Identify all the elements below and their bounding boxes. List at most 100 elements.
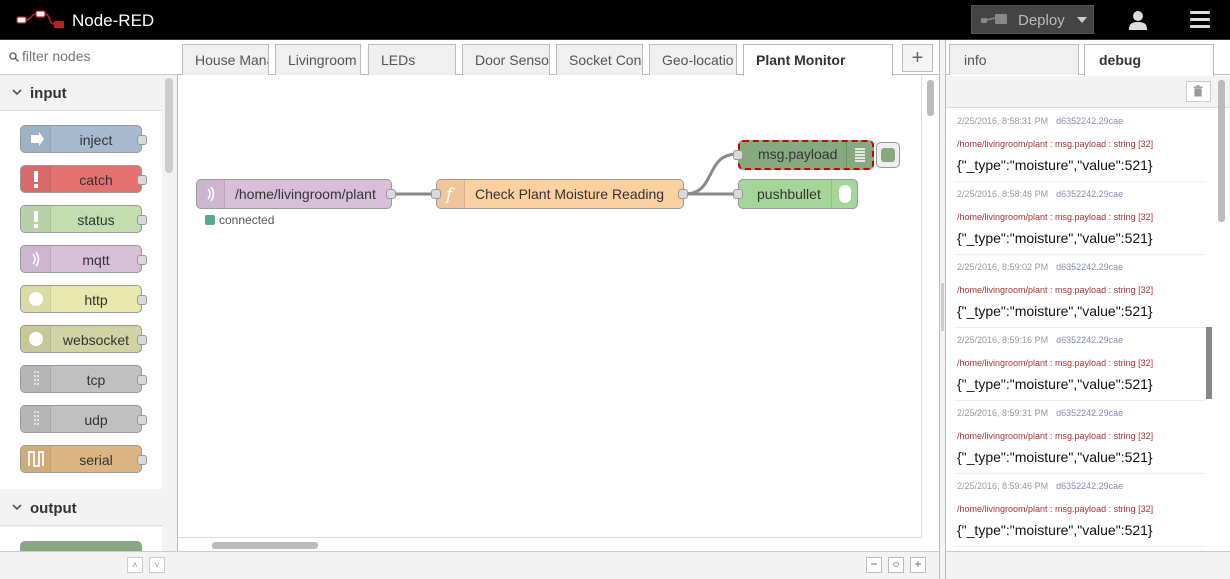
palette-node-http[interactable]: http [20,285,147,313]
sidebar-tabs: info debug [946,40,1230,76]
user-icon[interactable] [1127,9,1149,31]
tab-geo-location[interactable]: Geo-locatio [649,44,737,75]
input-port[interactable] [733,150,743,160]
palette-node-serial[interactable]: serial [20,445,147,473]
debug-message[interactable]: 2/25/2016, 8:58:46 PM d6352242.29cae /hom… [954,182,1206,255]
category-output[interactable]: output [0,491,162,526]
tab-info[interactable]: info [949,44,1079,75]
caret-down-icon[interactable] [1077,17,1087,23]
palette-scrollbar[interactable] [165,78,173,173]
message-meta: 2/25/2016, 8:59:46 PM d6352242.29cae [957,481,1123,491]
clear-debug-button[interactable] [1186,81,1211,102]
message-node-id[interactable]: d6352242.29cae [1056,335,1124,345]
output-port[interactable] [137,255,147,265]
message-time: 2/25/2016, 8:58:46 PM [957,189,1049,199]
palette-filter [0,40,178,75]
palette-node-inject[interactable]: inject [20,125,147,153]
input-port[interactable] [733,189,743,199]
output-port[interactable] [678,189,688,199]
tab-debug[interactable]: debug [1084,44,1214,76]
expand-all-icon[interactable]: ˅ [149,557,165,573]
output-port[interactable] [137,415,147,425]
tab-livingroom[interactable]: Livingroom [275,44,361,75]
filter-nodes-input[interactable] [22,48,172,64]
message-payload: {"_type":"moisture","value":521} [957,303,1153,319]
tab-house-management[interactable]: House Mana [182,44,269,75]
palette-node-label: websocket [62,332,130,348]
message-node-id[interactable]: d6352242.29cae [1056,262,1124,272]
zoom-in-button[interactable]: + [910,557,926,573]
zoom-reset-button[interactable]: ○ [888,557,904,573]
splitter-grip[interactable] [941,283,944,331]
palette-node-debug[interactable] [20,541,142,551]
message-node-id[interactable]: d6352242.29cae [1056,408,1124,418]
add-flow-tab-button[interactable]: + [902,44,933,72]
tab-socket-control[interactable]: Socket Con [556,44,643,75]
message-meta: 2/25/2016, 8:58:46 PM d6352242.29cae [957,189,1123,199]
message-topic: /home/livingroom/plant : msg.payload : s… [957,358,1154,368]
node-palette: input inject catch status [0,40,178,579]
tab-plant-monitor[interactable]: Plant Monitor [743,44,893,76]
message-topic: /home/livingroom/plant : msg.payload : s… [957,212,1154,222]
search-icon [9,52,19,62]
debug-message[interactable]: 2/25/2016, 8:59:16 PM d6352242.29cae /hom… [954,328,1206,401]
flow-node-pushbullet[interactable]: pushbullet [738,179,858,209]
message-node-id[interactable]: d6352242.29cae [1056,116,1124,126]
canvas-vertical-scrollbar[interactable] [927,80,934,116]
flow-node-mqtt-in[interactable]: /home/livingroom/plant [196,179,392,209]
tab-door-sensor[interactable]: Door Senso [462,44,550,75]
palette-node-tcp[interactable]: tcp [20,365,147,393]
output-port[interactable] [137,295,147,305]
debug-toggle-button[interactable] [876,142,900,168]
message-node-id[interactable]: d6352242.29cae [1056,481,1124,491]
chevron-down-icon [12,89,22,96]
svg-text:f: f [444,185,455,205]
output-port[interactable] [137,135,147,145]
palette-node-catch[interactable]: catch [20,165,147,193]
output-port[interactable] [137,335,147,345]
hamburger-menu-icon[interactable] [1190,11,1210,29]
collapse-all-icon[interactable]: ˄ [127,557,143,573]
deploy-button[interactable]: Deploy [971,5,1094,34]
palette-node-status[interactable]: status [20,205,147,233]
message-payload: {"_type":"moisture","value":521} [957,376,1153,392]
palette-node-label: tcp [86,372,106,388]
category-input[interactable]: input [0,76,162,111]
flow-node-function[interactable]: f Check Plant Moisture Reading [436,179,684,209]
message-time: 2/25/2016, 8:59:16 PM [957,335,1049,345]
selected-message-marker [1206,327,1212,399]
flow-canvas[interactable]: /home/livingroom/plant connected f Check… [178,76,939,551]
output-port[interactable] [386,189,396,199]
sidebar-splitter[interactable] [939,40,946,579]
node-status: connected [205,213,274,227]
message-node-id[interactable]: d6352242.29cae [1056,189,1124,199]
tab-leds[interactable]: LEDs [368,44,456,75]
output-port[interactable] [137,175,147,185]
message-time: 2/25/2016, 8:59:46 PM [957,481,1049,491]
status-text: connected [219,213,275,227]
chevron-down-icon [12,504,22,511]
zoom-out-button[interactable]: − [866,557,882,573]
flow-node-debug[interactable]: msg.payload [738,140,874,170]
palette-node-label: mqtt [82,252,110,268]
debug-scrollbar[interactable] [1218,80,1225,222]
canvas-horizontal-scrollbar[interactable] [212,542,318,549]
message-topic: /home/livingroom/plant : msg.payload : s… [957,139,1154,149]
palette-node-websocket[interactable]: websocket [20,325,147,353]
palette-node-label: serial [79,452,113,468]
signal-waves-icon [21,246,51,272]
input-port[interactable] [431,189,441,199]
output-port[interactable] [137,455,147,465]
output-port[interactable] [137,215,147,225]
palette-node-mqtt[interactable]: mqtt [20,245,147,273]
output-port[interactable] [137,375,147,385]
header-bar: Node-RED Deploy [0,0,1230,40]
deploy-icon [981,14,1007,24]
palette-node-udp[interactable]: udp [20,405,147,433]
